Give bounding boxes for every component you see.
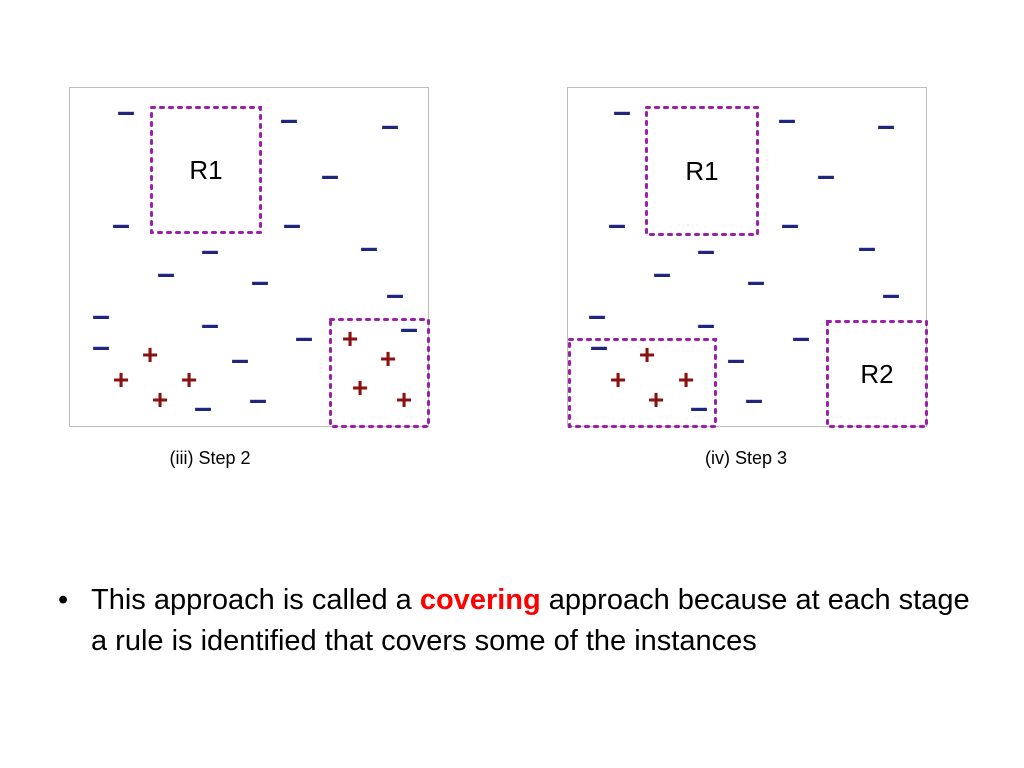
negative-instance: – bbox=[249, 381, 267, 417]
region-border bbox=[568, 338, 717, 428]
bullet-keyword: covering bbox=[419, 584, 541, 616]
negative-instance: – bbox=[882, 276, 900, 312]
region-r1: R1 bbox=[150, 106, 262, 234]
negative-instance: – bbox=[321, 157, 339, 193]
negative-instance: – bbox=[295, 319, 313, 355]
negative-instance: – bbox=[697, 232, 715, 268]
negative-instance: – bbox=[251, 263, 269, 299]
region-border bbox=[645, 106, 759, 236]
positive-instance: + bbox=[113, 364, 129, 395]
negative-instance: – bbox=[817, 157, 835, 193]
region-border bbox=[826, 320, 928, 428]
positive-instance: + bbox=[396, 384, 412, 415]
negative-instance: – bbox=[201, 306, 219, 342]
negative-instance: – bbox=[231, 341, 249, 377]
caption-step-2: (iii) Step 2 bbox=[169, 448, 251, 468]
negative-instance: – bbox=[280, 101, 298, 137]
positive-instance: + bbox=[342, 323, 358, 354]
negative-instance: – bbox=[697, 306, 715, 342]
negative-instance: – bbox=[792, 319, 810, 355]
negative-instance: – bbox=[590, 328, 608, 364]
panel-step-2-plot: R1–––––––––––––––––––++++++++ bbox=[92, 93, 430, 428]
positive-instance: + bbox=[648, 384, 664, 415]
region-r1: R1 bbox=[645, 106, 759, 236]
positive-instance: + bbox=[610, 364, 626, 395]
positive-instance: + bbox=[152, 384, 168, 415]
negative-instance: – bbox=[588, 297, 606, 333]
region-unlabeled bbox=[329, 318, 430, 428]
negative-instance: – bbox=[727, 341, 745, 377]
negative-instance: – bbox=[194, 389, 212, 425]
positive-instance: + bbox=[142, 339, 158, 370]
negative-instance: – bbox=[745, 381, 763, 417]
negative-instance: – bbox=[613, 93, 631, 129]
negative-instance: – bbox=[781, 206, 799, 242]
negative-instance: – bbox=[400, 310, 418, 346]
positive-instance: + bbox=[639, 339, 655, 370]
negative-instance: – bbox=[112, 206, 130, 242]
negative-instance: – bbox=[157, 255, 175, 291]
negative-instance: – bbox=[608, 206, 626, 242]
negative-instance: – bbox=[381, 107, 399, 143]
negative-instance: – bbox=[877, 107, 895, 143]
negative-instance: – bbox=[92, 328, 110, 364]
positive-instance: + bbox=[181, 364, 197, 395]
panel-step-2: R1–––––––––––––––––––++++++++ bbox=[69, 87, 430, 428]
negative-instance: – bbox=[747, 263, 765, 299]
negative-instance: – bbox=[690, 389, 708, 425]
negative-instance: – bbox=[201, 232, 219, 268]
negative-instance: – bbox=[283, 206, 301, 242]
negative-instance: – bbox=[858, 229, 876, 265]
negative-instance: – bbox=[360, 229, 378, 265]
region-label: R1 bbox=[189, 155, 222, 185]
bullet-text-before: This approach is called a bbox=[91, 584, 420, 616]
negative-instance: – bbox=[653, 255, 671, 291]
bullet-text: This approach is called a covering appro… bbox=[91, 580, 971, 662]
positive-instance: + bbox=[352, 372, 368, 403]
positive-instance: + bbox=[380, 343, 396, 374]
negative-instance: – bbox=[778, 101, 796, 137]
negative-instance: – bbox=[386, 276, 404, 312]
positive-instance: + bbox=[678, 364, 694, 395]
negative-instance: – bbox=[92, 297, 110, 333]
bullet-text-after: approach because at each stage a rule is… bbox=[91, 584, 970, 657]
region-unlabeled bbox=[568, 338, 717, 428]
region-label: R1 bbox=[685, 156, 718, 186]
region-r2: R2 bbox=[826, 320, 928, 428]
region-border bbox=[329, 318, 430, 428]
bullet-marker: • bbox=[58, 584, 69, 616]
region-label: R2 bbox=[860, 359, 893, 389]
caption-step-3: (iv) Step 3 bbox=[704, 448, 788, 468]
negative-instance: – bbox=[117, 93, 135, 129]
region-border bbox=[150, 106, 262, 234]
